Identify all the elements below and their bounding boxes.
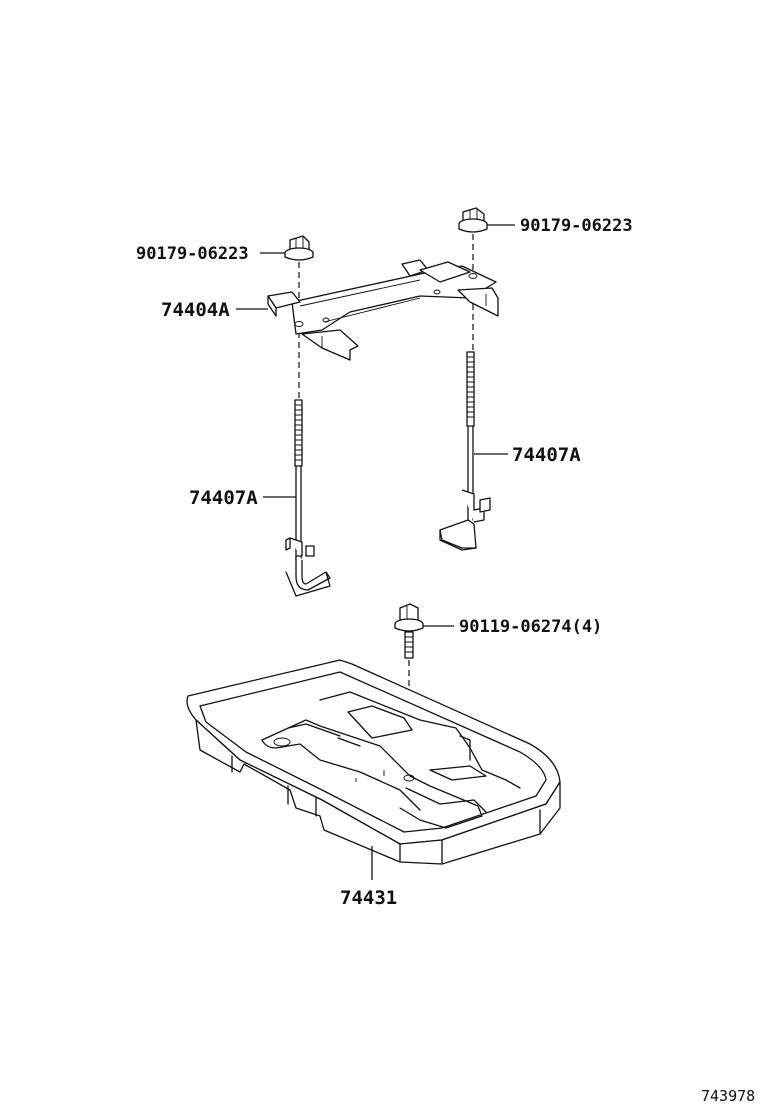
battery-clamp-part[interactable] <box>267 259 499 361</box>
label-rod-left[interactable]: 74407A <box>189 487 258 509</box>
battery-tray-part[interactable] <box>186 659 561 865</box>
nut-right-part[interactable] <box>458 207 488 233</box>
label-clamp[interactable]: 74404A <box>161 299 230 321</box>
hold-down-rod-right-part[interactable] <box>439 351 491 551</box>
nut-left-part[interactable] <box>284 235 314 261</box>
bolt-part[interactable] <box>394 603 424 659</box>
label-tray[interactable]: 74431 <box>340 887 397 909</box>
label-rod-right[interactable]: 74407A <box>512 444 581 466</box>
label-bolt[interactable]: 90119-06274(4) <box>459 617 602 637</box>
label-nut-left[interactable]: 90179-06223 <box>136 244 249 264</box>
hold-down-rod-left-part[interactable] <box>285 399 331 597</box>
label-nut-right[interactable]: 90179-06223 <box>520 216 633 236</box>
figure-id: 743978 <box>701 1087 755 1105</box>
